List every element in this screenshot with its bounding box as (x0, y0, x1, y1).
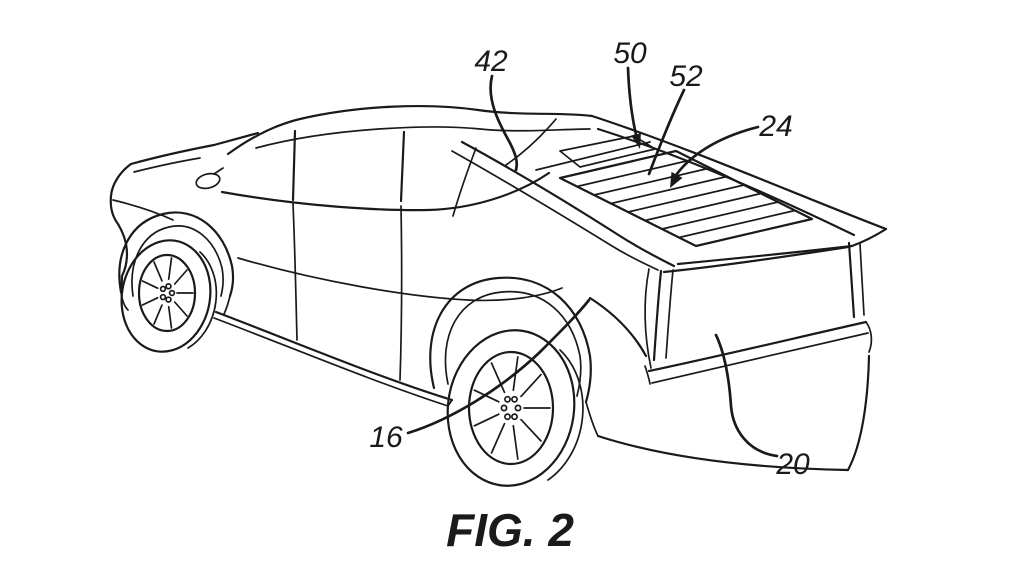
rear-wheel (446, 329, 584, 487)
tailgate-pillar-left-a (652, 269, 663, 362)
cover-front-strip (559, 135, 656, 168)
bed-rail-top (590, 114, 888, 231)
spoiler-tip (850, 227, 888, 248)
fascia-right-edge (846, 354, 871, 472)
quarter-glass-edge (505, 118, 557, 166)
tailgate-pillar-right-b (859, 243, 865, 316)
cover-rim-left-edge (535, 141, 651, 171)
rear-tire (446, 329, 576, 487)
cowl-line (133, 157, 201, 173)
front-fender-shoulder (112, 199, 174, 221)
rear-tire-tread (547, 349, 584, 481)
rocker-bottom (213, 317, 453, 407)
front-spokes (141, 257, 194, 329)
figure-caption: FIG. 2 (446, 504, 574, 556)
front-arch-outer (118, 211, 235, 298)
front-rim (137, 253, 197, 333)
ref-label-42: 42 (474, 45, 508, 78)
rear-lug-nuts (500, 395, 522, 421)
front-nose (109, 162, 133, 294)
leader-24-arrowhead (670, 171, 683, 188)
b-pillar (291, 129, 297, 202)
leader-lines (406, 66, 779, 458)
side-mirror-arm (213, 167, 224, 175)
tailgate-pillar-left-b (665, 269, 674, 359)
leader-20 (714, 333, 779, 458)
fascia-arch-connector (585, 401, 599, 437)
front-arch-drop-r (223, 295, 231, 315)
body-side-crease (237, 257, 563, 302)
a-pillar (212, 131, 260, 147)
louver-frame (558, 149, 814, 248)
front-door-seam (292, 203, 298, 341)
bed-cover-louvers (535, 135, 814, 248)
front-tire-tread (187, 251, 218, 349)
fascia-bottom (596, 434, 850, 472)
c-pillar (399, 130, 406, 203)
rear-arch-outer (429, 276, 592, 404)
tailgate-top (662, 245, 850, 274)
leader-24 (672, 125, 760, 180)
bumper-crease (651, 332, 869, 384)
side-mirror (195, 172, 221, 190)
sail-panel-lower (451, 150, 659, 271)
rear-rim (467, 350, 555, 466)
ref-label-16: 16 (369, 421, 403, 454)
cab-rear-slant (452, 147, 477, 217)
hood-edge (129, 143, 216, 166)
rear-arch-lip (444, 290, 582, 397)
rear-spokes (473, 356, 551, 460)
front-lug-nuts (159, 283, 176, 303)
leader-50 (626, 66, 640, 145)
quarter-shoulder (588, 296, 648, 358)
roof-line (226, 104, 594, 156)
sail-panel-top (460, 140, 676, 268)
leader-42 (489, 74, 519, 172)
cover-rear-edge (676, 244, 854, 266)
ref-label-24: 24 (758, 110, 792, 143)
ref-label-52: 52 (669, 60, 703, 93)
bumper-right-cap (865, 321, 873, 353)
rear-door-seam (399, 205, 403, 381)
front-tire (120, 239, 212, 353)
leader-16 (406, 298, 591, 435)
bumper-left-edge (644, 365, 651, 385)
quarter-tailgate-seam (644, 268, 652, 369)
truck-body (109, 104, 888, 472)
ref-label-20: 20 (775, 448, 810, 481)
louver-slats (576, 158, 796, 239)
roof-drip-line (255, 126, 591, 149)
tailgate-pillar-right-a (847, 241, 856, 319)
beltline (220, 171, 551, 212)
reference-numerals: 42 50 52 24 16 20 (369, 37, 810, 481)
front-wheel (120, 239, 218, 353)
ref-label-50: 50 (613, 37, 647, 70)
front-arch-lip (131, 225, 224, 297)
rocker-top (214, 310, 454, 402)
bumper-top (647, 320, 868, 373)
leader-50-arrowhead (631, 133, 641, 149)
leader-52 (647, 88, 686, 176)
